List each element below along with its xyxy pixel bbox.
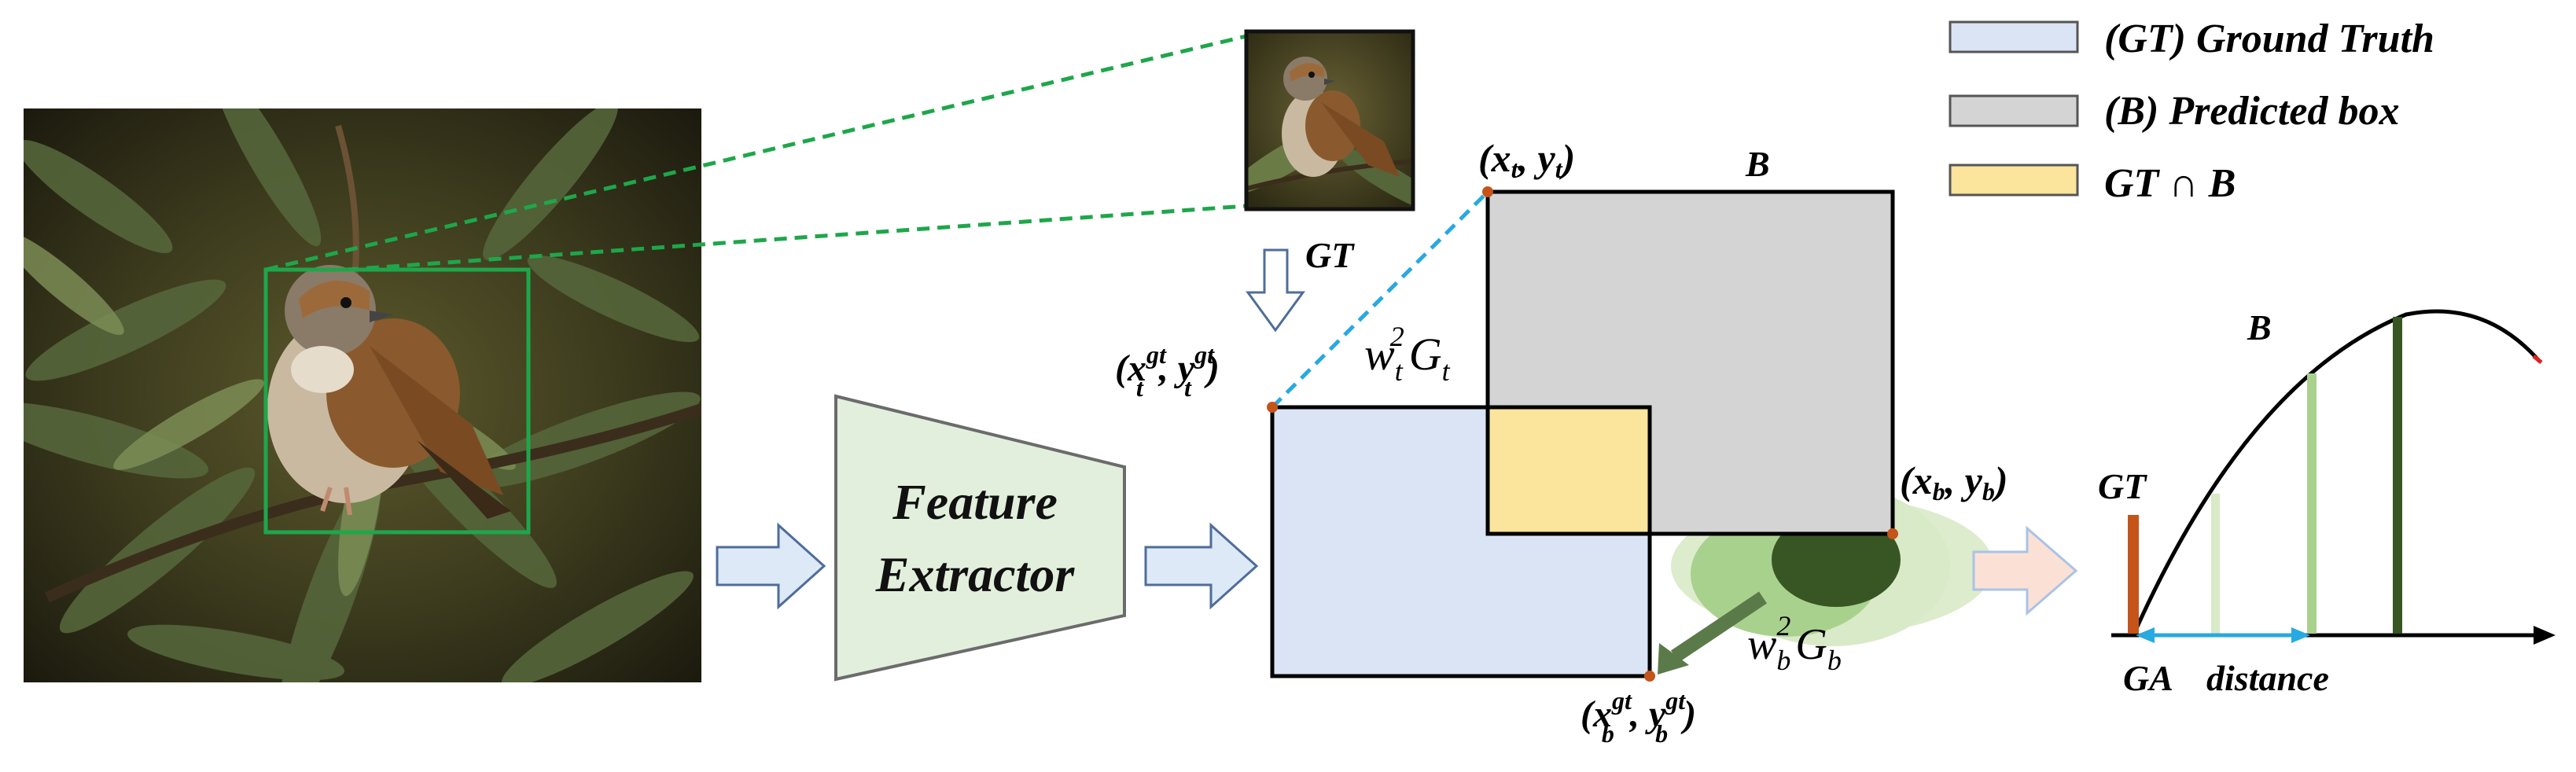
legend-swatch-gt (1949, 20, 2079, 53)
bird-photo (24, 108, 701, 682)
corner-dot-gt-bottom (1644, 671, 1655, 682)
corner-dot-gt-top (1267, 402, 1278, 413)
legend: (GT) Ground Truth (B) Predicted box GT ∩… (1949, 17, 2434, 206)
photo-gt-box (263, 267, 531, 535)
bar-3 (2393, 317, 2402, 634)
arrow-to-plot (1972, 525, 2078, 616)
plot-curve (2132, 309, 2541, 635)
legend-label-pred: (B) Predicted box (2104, 89, 2399, 134)
feature-extractor-line1: Feature (892, 474, 1058, 530)
box-b-label: B (1745, 144, 1770, 184)
ga-plot: B GT GA distance (2098, 307, 2556, 698)
corner-distance-line (1271, 190, 1489, 409)
bar-2 (2307, 373, 2317, 634)
plot-ga-label: GA (2123, 658, 2173, 698)
crop-thumbnail (1244, 29, 1415, 211)
xt-yt-label: (xt, yt) (1478, 136, 1575, 183)
legend-label-intersection: GT ∩ B (2104, 161, 2236, 206)
gt-bar (2128, 515, 2139, 634)
legend-label-gt: (GT) Ground Truth (2104, 17, 2434, 61)
feature-extractor: Feature Extractor (834, 394, 1126, 682)
down-arrow (1246, 248, 1305, 333)
predicted-box-border (1485, 189, 1895, 536)
gaussian-arrow (1658, 591, 1768, 675)
corner-dot-pred-bottom (1887, 528, 1898, 539)
plot-b-label: B (2247, 307, 2272, 347)
intersection-box (1485, 405, 1652, 536)
legend-swatch-pred (1949, 94, 2079, 127)
crop-line-bottom (345, 204, 1247, 272)
arrow-to-boxes (1144, 522, 1259, 610)
xb-yb-label: (xb, yb) (1900, 458, 2008, 505)
crop-line-top (265, 34, 1247, 272)
plot-distance-label: distance (2206, 658, 2329, 698)
feature-extractor-line2: Extractor (875, 546, 1076, 602)
corner-dot-pred-top (1482, 186, 1493, 197)
crop-gt-label: GT (1305, 235, 1355, 275)
arrow-to-extractor (716, 522, 826, 610)
bar-1 (2211, 494, 2220, 634)
plot-gt-label: GT (2098, 466, 2147, 506)
legend-swatch-intersection (1949, 164, 2079, 197)
